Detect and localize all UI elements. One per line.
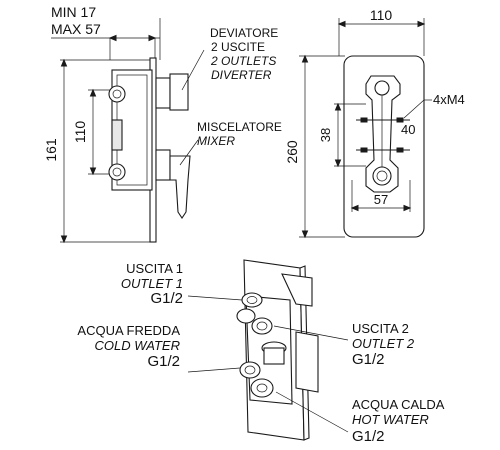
iso-left-connector bbox=[236, 308, 256, 324]
side-cartridge bbox=[111, 119, 123, 151]
hot-leader bbox=[275, 391, 349, 433]
height-161-label: 161 bbox=[43, 138, 59, 162]
outlet2-leader bbox=[273, 325, 349, 341]
outlet1-label-it: USCITA 1 bbox=[126, 261, 183, 276]
diverter-label-it: DEVIATORE bbox=[210, 26, 278, 40]
dim-57-label: 57 bbox=[374, 192, 388, 207]
iso-cold-connector bbox=[239, 361, 261, 379]
cold-size: G1/2 bbox=[147, 353, 180, 370]
dim-38-arrow-bottom bbox=[334, 159, 342, 168]
iso-outlet2-bore bbox=[256, 321, 268, 331]
outlet2-label-it: USCITA 2 bbox=[352, 321, 409, 336]
cold-leader bbox=[187, 367, 241, 373]
mixer-label-en: MIXER bbox=[197, 134, 235, 148]
front-valve-body bbox=[365, 75, 401, 193]
screws-leader bbox=[403, 99, 425, 119]
outlet2-size: G1/2 bbox=[352, 351, 385, 368]
outlet1-size: G1/2 bbox=[150, 290, 183, 307]
front-lower-cartridge bbox=[372, 166, 392, 186]
dim-57-arrow-right bbox=[403, 204, 412, 212]
side-upper-connector-bore bbox=[112, 89, 122, 99]
dim-57-arrow-left bbox=[350, 204, 359, 212]
mixer-label-it: MISCELATORE bbox=[197, 120, 282, 134]
height-260-arrow-top bbox=[301, 54, 309, 63]
dim-40-label: 40 bbox=[401, 122, 415, 137]
side-upper-connector bbox=[108, 85, 126, 103]
dim-38-arrow-top bbox=[334, 102, 342, 111]
diverter-label-it-2: 2 USCITE bbox=[211, 40, 265, 54]
height-260-label: 260 bbox=[284, 140, 300, 164]
cold-label-en: COLD WATER bbox=[95, 338, 180, 353]
dim-38-label: 38 bbox=[318, 128, 333, 142]
side-lower-connector-bore bbox=[112, 167, 122, 177]
min-depth-label: MIN 17 bbox=[51, 4, 96, 20]
iso-cold-bore bbox=[244, 365, 256, 375]
height-110-arrow-bottom bbox=[89, 167, 97, 176]
height-110-arrow-top bbox=[89, 88, 97, 97]
cold-label-it: ACQUA FREDDA bbox=[77, 323, 180, 338]
outlet2-label-en: OUTLET 2 bbox=[352, 336, 415, 351]
iso-hot-connector bbox=[250, 378, 274, 398]
front-upper-cartridge bbox=[374, 80, 390, 96]
front-lower-cartridge-inner bbox=[376, 170, 388, 182]
side-view: MIN 17 MAX 57 161 110 bbox=[43, 4, 282, 244]
iso-hot-bore bbox=[256, 383, 268, 393]
iso-box-side bbox=[295, 331, 319, 393]
hot-label-it: ACQUA CALDA bbox=[352, 397, 445, 412]
iso-box-top bbox=[281, 273, 313, 307]
iso-outlet2-connector bbox=[251, 317, 273, 335]
depth-arrow-left bbox=[108, 34, 117, 42]
iso-outlet1-connector bbox=[241, 292, 263, 308]
outlet1-label-en: OUTLET 1 bbox=[121, 276, 183, 291]
diverter-leader bbox=[181, 49, 205, 91]
side-diverter-knob bbox=[169, 73, 189, 111]
side-mixer-neck bbox=[155, 149, 171, 181]
height-110-label: 110 bbox=[72, 121, 88, 144]
width-110-arrow-left bbox=[337, 20, 346, 28]
diverter-label-en: 2 OUTLETS bbox=[210, 54, 276, 68]
depth-arrow-right bbox=[148, 34, 157, 42]
width-110-arrow-right bbox=[417, 20, 426, 28]
width-110-label: 110 bbox=[370, 7, 393, 23]
hot-label-en: HOT WATER bbox=[352, 412, 429, 427]
diverter-label-en-2: DIVERTER bbox=[211, 68, 272, 82]
height-161-arrow-top bbox=[60, 58, 68, 67]
outlet1-leader bbox=[187, 295, 243, 301]
hot-size: G1/2 bbox=[352, 428, 385, 445]
height-161-arrow-bottom bbox=[60, 235, 68, 244]
height-260-arrow-bottom bbox=[301, 230, 309, 239]
max-depth-label: MAX 57 bbox=[51, 21, 101, 37]
mixer-leader bbox=[179, 139, 199, 166]
front-view: 110 260 38 40 4xM4 bbox=[284, 7, 465, 239]
side-diverter-neck bbox=[155, 77, 171, 109]
side-mixer-lever bbox=[169, 155, 191, 219]
iso-view: USCITA 1 OUTLET 1 G1/2 ACQUA FREDDA COLD… bbox=[77, 259, 445, 445]
screws-label: 4xM4 bbox=[433, 92, 465, 107]
iso-outlet1-bore bbox=[246, 296, 258, 304]
iso-middle-cartridge-body bbox=[263, 347, 285, 365]
side-lower-connector bbox=[108, 163, 126, 181]
